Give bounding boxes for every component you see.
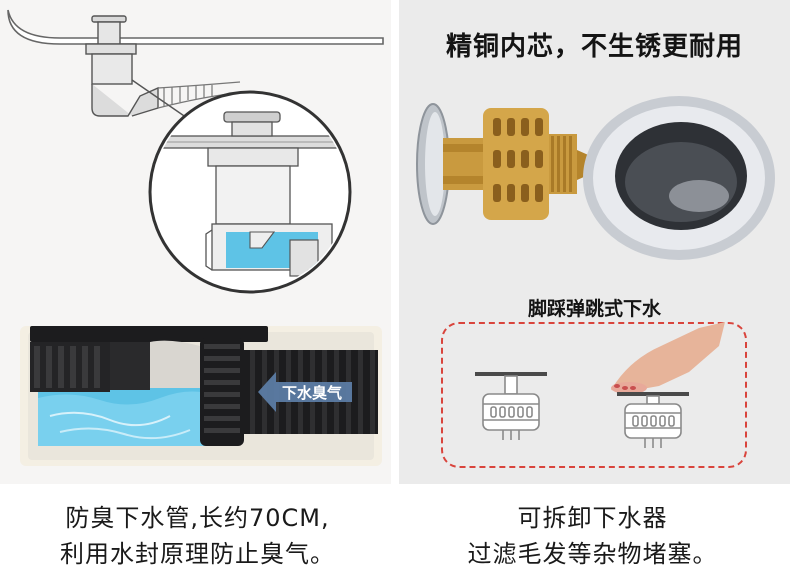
right-caption-line2: 过滤毛发等杂物堵塞。 [467, 540, 718, 568]
left-caption-line1: 防臭下水管,长约70CM, [65, 504, 330, 532]
sink-drain-diagram: 下水臭气 [7, 9, 384, 466]
popup-drain-box [441, 322, 747, 468]
left-caption-line2: 利用水封原理防止臭气。 [60, 540, 335, 568]
popup-drain-diagrams [475, 322, 725, 448]
chrome-ring-photo [583, 96, 775, 260]
left-panel: 下水臭气 [0, 0, 391, 484]
magnifier-circle [148, 90, 352, 294]
popup-drain-open-foot [611, 322, 725, 448]
odor-label: 下水臭气 [282, 384, 342, 402]
right-caption-line1: 可拆卸下水器 [517, 504, 668, 532]
water-seal-photo: 下水臭气 [20, 326, 382, 466]
right-heading: 精铜内芯，不生锈更耐用 [445, 32, 743, 62]
arrow-left-icon [258, 372, 352, 412]
product-photos [416, 96, 775, 260]
right-caption: 可拆卸下水器 过滤毛发等杂物堵塞。 [395, 500, 790, 572]
trap-label: 脚踩弹跳式下水 [527, 298, 661, 320]
right-panel: 精铜内芯，不生锈更耐用 [399, 0, 790, 484]
popup-drain-closed [475, 372, 547, 440]
left-caption: 防臭下水管,长约70CM, 利用水封原理防止臭气。 [0, 500, 395, 572]
